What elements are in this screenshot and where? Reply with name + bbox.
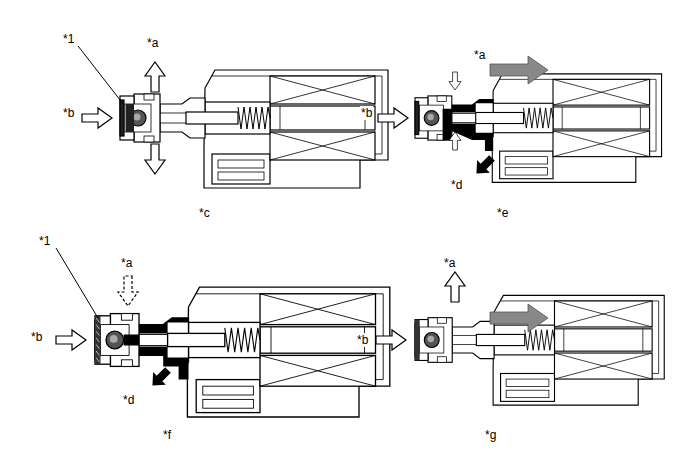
- callout-label: *d: [122, 393, 135, 407]
- callout-label: *b: [30, 330, 43, 344]
- callout-label: *1: [62, 32, 75, 46]
- callout-label: *d: [450, 178, 463, 192]
- callout-label: *a: [120, 256, 133, 270]
- callout-label: *e: [496, 206, 509, 220]
- callout-label: *b: [356, 333, 369, 347]
- callout-label: *g: [484, 428, 497, 442]
- callout-label: *b: [62, 106, 75, 120]
- callout-label: *b: [360, 106, 373, 120]
- callout-label: *1: [38, 234, 51, 248]
- callout-label: *f: [162, 428, 172, 442]
- callout-label: *a: [443, 256, 456, 270]
- callout-label: *a: [146, 36, 159, 50]
- callout-label: *c: [198, 206, 211, 220]
- callout-label: *a: [473, 48, 486, 62]
